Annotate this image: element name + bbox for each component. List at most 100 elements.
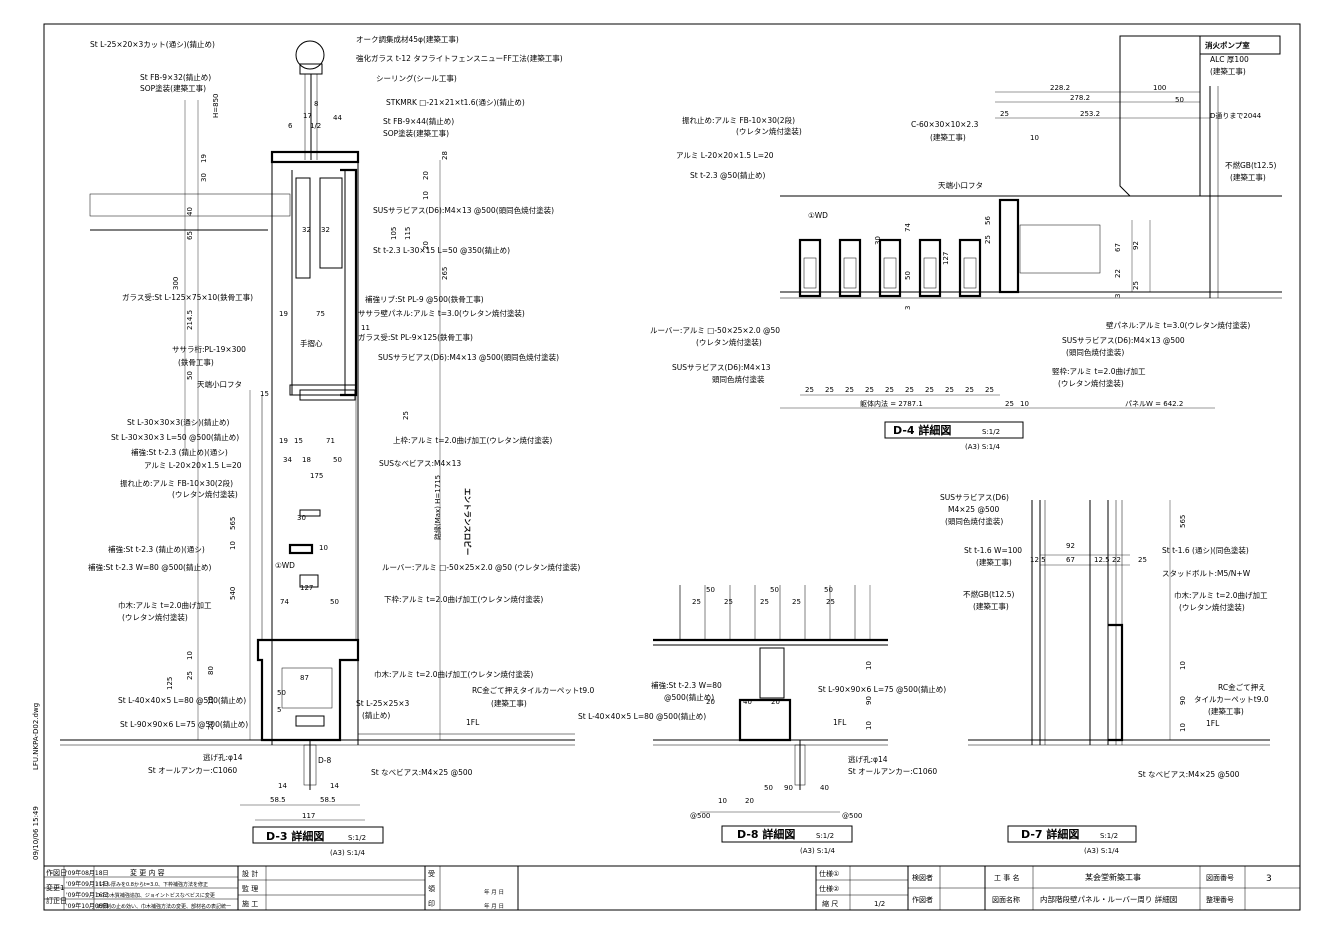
d3-dim: 214.5 bbox=[186, 310, 194, 330]
d3-dim: 32 bbox=[302, 226, 311, 234]
d3-note: 補強:St t-2.3 (錆止め)(通シ) bbox=[131, 447, 228, 457]
d4-note: 天端小口フタ bbox=[938, 180, 983, 190]
tb-rev-header: 訂正日 bbox=[46, 896, 67, 905]
d3-louvers bbox=[288, 509, 321, 588]
d4-dim: 3 bbox=[1114, 294, 1122, 298]
d7-note: SUSサラビアス(D6) bbox=[940, 493, 1009, 502]
tb-rev-date: '09年08月18日 bbox=[66, 869, 109, 877]
d4-note: SUSサラビアス(D6):M4×13 bbox=[672, 363, 771, 372]
d3-dim: 32 bbox=[321, 226, 330, 234]
tb-receipt-label: 領 bbox=[428, 884, 435, 893]
d7-dim: 12.5 bbox=[1094, 556, 1110, 564]
d4-note: C-60×30×10×2.3 bbox=[911, 120, 979, 129]
d8-dim: 40 bbox=[743, 698, 752, 706]
d7-note: 不燃GB(t12.5) bbox=[963, 589, 1015, 599]
d3-note: (錆止め) bbox=[362, 710, 390, 720]
d7-dim: 565 bbox=[1179, 515, 1187, 528]
d7-note: St t-1.6 W=100 bbox=[964, 546, 1022, 555]
d3-scale-a3: (A3) S:1/4 bbox=[330, 849, 366, 857]
d4-dim: 25 bbox=[925, 386, 934, 394]
d8-scale-a3: (A3) S:1/4 bbox=[800, 847, 836, 855]
d3-note: 天端小口フタ bbox=[197, 379, 242, 389]
d3-dim: 71 bbox=[326, 437, 335, 445]
d4-scale-a3: (A3) S:1/4 bbox=[965, 443, 1001, 451]
d4-dim: 25 bbox=[805, 386, 814, 394]
d3-base-frame bbox=[256, 638, 360, 742]
d3-note: 補強リブ:St PL-9 @500(鉄骨工事) bbox=[365, 294, 484, 304]
tb-drawing-no: 3 bbox=[1266, 874, 1272, 884]
d8-dim: 90 bbox=[784, 784, 793, 792]
d8-dim: 40 bbox=[820, 784, 829, 792]
d3-note: SOP塗装(建築工事) bbox=[140, 83, 206, 93]
d7-note: (建築工事) bbox=[976, 557, 1012, 567]
d3-dim: 20 bbox=[207, 721, 215, 730]
d3-note: 強化ガラス t-12 タフライトフェンスニューFF工法(建築工事) bbox=[356, 53, 563, 63]
d3-handrail bbox=[295, 40, 325, 70]
d8-drawing bbox=[653, 585, 888, 843]
d4-dim: 92 bbox=[1132, 241, 1140, 250]
d3-title-box bbox=[252, 826, 384, 844]
d7-title-box bbox=[1007, 825, 1137, 843]
d4-louver-core bbox=[923, 257, 937, 289]
d4-dim: 25 bbox=[845, 386, 854, 394]
d4-note: (ウレタン焼付塗装) bbox=[736, 126, 802, 136]
d3-note: St オールアンカー:C1060 bbox=[148, 766, 237, 775]
d4-note: 竪枠:アルミ t=2.0曲げ加工 bbox=[1052, 366, 1146, 376]
d4-dim: 22 bbox=[1114, 269, 1122, 278]
d3-note: St なべビアス:M4×25 @500 bbox=[371, 768, 473, 777]
tb-scale-label: 縮 尺 bbox=[822, 899, 838, 908]
d3-dim: 8 bbox=[314, 100, 318, 108]
tb-stamp-label: 設 計 bbox=[242, 869, 258, 878]
d8-dim: 20 bbox=[745, 797, 754, 805]
d7-note: タイルカーペットt9.0 bbox=[1194, 695, 1269, 704]
d3-dim: 540 bbox=[229, 587, 237, 600]
d4-dim: 25 bbox=[1005, 400, 1014, 408]
d7-dim: 90 bbox=[1179, 696, 1187, 705]
d3-note: 手摺心 bbox=[300, 338, 323, 348]
d4-louver-core bbox=[843, 257, 857, 289]
d3-dim: 75 bbox=[316, 310, 325, 318]
d7-scale: S:1/2 bbox=[1100, 832, 1118, 840]
d3-dim: 87 bbox=[300, 674, 309, 682]
d3-note: 巾木:アルミ t=2.0曲げ加工(ウレタン焼付塗装) bbox=[374, 669, 533, 679]
d3-dim: 115 bbox=[404, 227, 412, 240]
tb-receipt-label: 印 bbox=[428, 900, 435, 908]
d4-title-box bbox=[884, 421, 1024, 439]
tb-date-label: 年 月 日 bbox=[484, 902, 504, 910]
d4-louver bbox=[798, 238, 822, 298]
d4-dim: 127 bbox=[942, 252, 950, 265]
d4-dim: 50 bbox=[1175, 96, 1184, 104]
d3-note: SUSなべビアス:M4×13 bbox=[379, 459, 461, 468]
d4-note: 壁パネル:アルミ t=3.0(ウレタン焼付塗装) bbox=[1106, 320, 1250, 330]
d3-note: オーク調集成材45φ(建築工事) bbox=[356, 34, 459, 44]
d3-note: 1FL bbox=[466, 718, 480, 727]
d3-dim: 30 bbox=[297, 514, 306, 522]
d4-note: (頭同色焼付塗装) bbox=[1066, 347, 1124, 357]
d4-dim: 25 bbox=[984, 235, 992, 244]
d3-dim: 25 bbox=[402, 411, 410, 420]
d4-dim: 228.2 bbox=[1050, 84, 1070, 92]
d3-note: (鉄骨工事) bbox=[178, 357, 214, 367]
tb-date-label: 年 月 日 bbox=[484, 888, 504, 896]
d3-note: シーリング(シール工事) bbox=[376, 73, 457, 83]
d3-note: St t-2.3 L-30×15 L=50 @350(錆止め) bbox=[373, 245, 510, 255]
d7-dim: 92 bbox=[1066, 542, 1075, 550]
d3-dim: 265 bbox=[441, 267, 449, 280]
d8-note: St L-90×90×6 L=75 @500(錆止め) bbox=[818, 684, 946, 694]
d8-dim: 50 bbox=[764, 784, 773, 792]
d3-note: ガラス受:St PL-9×125(鉄骨工事) bbox=[358, 332, 473, 342]
d4-note: St t-2.3 @50(錆止め) bbox=[690, 170, 766, 180]
d4-note: 振れ止め:アルミ FB-10×30(2段) bbox=[682, 115, 795, 125]
d3-note: SOP塗装(建築工事) bbox=[383, 128, 449, 138]
d8-dim: 10 bbox=[865, 721, 873, 730]
d7-scale-a3: (A3) S:1/4 bbox=[1084, 847, 1120, 855]
d3-note: ①WD bbox=[275, 561, 295, 570]
d3-dim: 65 bbox=[186, 231, 194, 240]
d4-drawing bbox=[780, 35, 1282, 439]
d8-dim: 20 bbox=[706, 698, 715, 706]
d3-dim: 50 bbox=[330, 598, 339, 606]
d3-note: SUSサラビアス(D6):M4×13 @500(頭同色焼付塗装) bbox=[373, 205, 554, 215]
d3-dim: 18 bbox=[302, 456, 311, 464]
